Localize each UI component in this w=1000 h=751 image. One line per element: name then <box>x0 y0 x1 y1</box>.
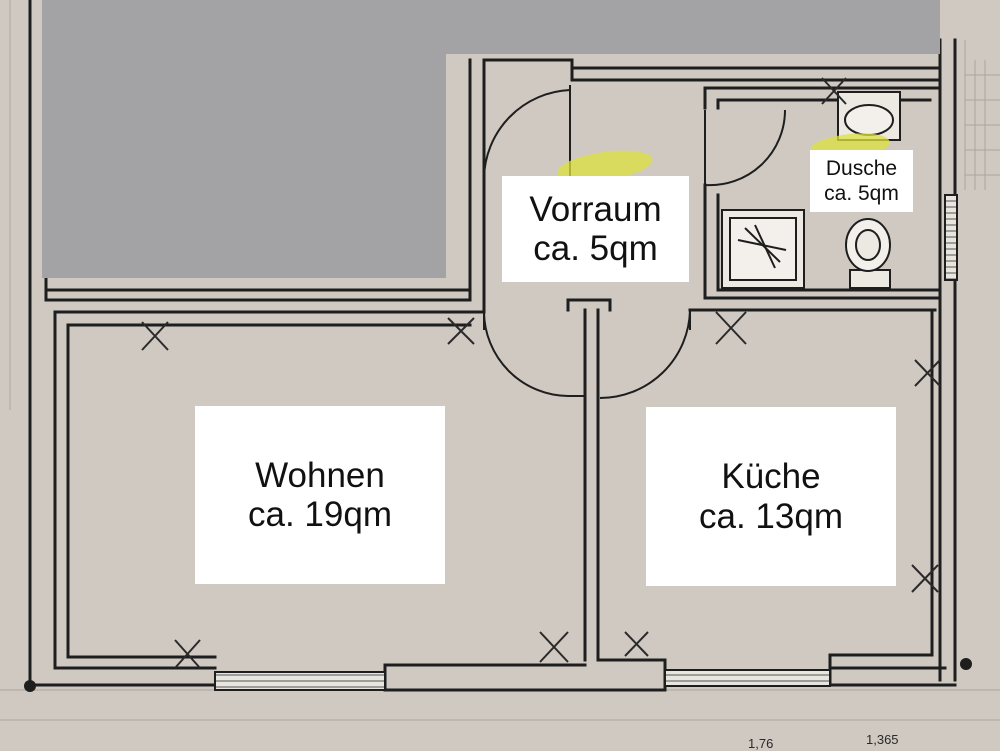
room-name: Dusche <box>825 156 898 180</box>
room-name: Vorraum <box>529 189 662 229</box>
room-label-kueche: Küche ca. 13qm <box>646 407 896 586</box>
room-area: ca. 13qm <box>699 496 843 536</box>
sanitary-fixtures <box>721 91 901 289</box>
room-label-wohnen: Wohnen ca. 19qm <box>195 406 445 584</box>
room-label-vorraum: Vorraum ca. 5qm <box>502 176 689 282</box>
dimension-label: 1,76 <box>748 736 774 751</box>
room-area: ca. 19qm <box>248 495 392 534</box>
windows <box>214 194 958 691</box>
electrical-marks <box>141 77 941 669</box>
redacted-area <box>42 0 940 278</box>
room-name: Küche <box>721 457 821 497</box>
room-area: ca. 5qm <box>533 229 658 268</box>
room-name: Wohnen <box>255 455 385 495</box>
room-label-dusche: Dusche ca. 5qm <box>810 150 913 212</box>
wall-end-dots <box>24 658 972 692</box>
dimension-label: 1,365 <box>866 732 899 747</box>
room-area: ca. 5qm <box>824 182 899 205</box>
